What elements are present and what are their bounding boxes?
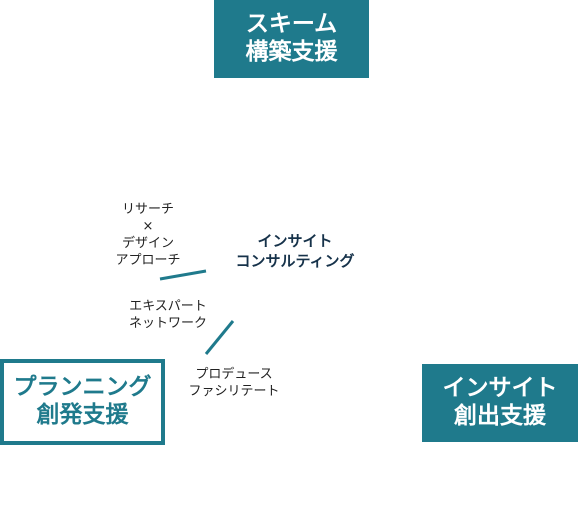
research-label-line3: デザイン [121,235,174,251]
connector-line-left [159,269,207,281]
research-label-line4: アプローチ [115,252,181,268]
research-label-line1: リサーチ [121,202,174,217]
expert-label-line2: ネットワーク [128,315,207,331]
insight-creation-box-line2: 創出支援 [454,403,546,429]
insight-creation-box-line1: インサイト [442,375,558,402]
center-label: インサイト コンサルティング [222,232,368,271]
produce-label-line1: プロデュース [195,367,273,382]
insight-creation-box: インサイト 創出支援 [422,364,578,442]
research-label-line2: × [142,218,154,234]
expert-network-label: エキスパート ネットワーク [118,299,218,333]
produce-facilitate-label: プロデュース ファシリテート [182,367,286,401]
planning-box-line2: 創発支援 [36,402,129,428]
scheme-box: スキーム 構築支援 [214,0,369,78]
planning-box-line1: プランニング [13,374,152,401]
scheme-box-line2: 構築支援 [245,39,338,65]
center-label-line1: インサイト [257,232,333,250]
center-label-line2: コンサルティング [235,251,355,270]
expert-label-line1: エキスパート [129,299,207,314]
planning-box: プランニング 創発支援 [0,359,165,445]
produce-label-line2: ファシリテート [188,383,280,399]
research-label: リサーチ × デザイン アプローチ [108,202,188,270]
scheme-box-line1: スキーム [245,11,338,38]
